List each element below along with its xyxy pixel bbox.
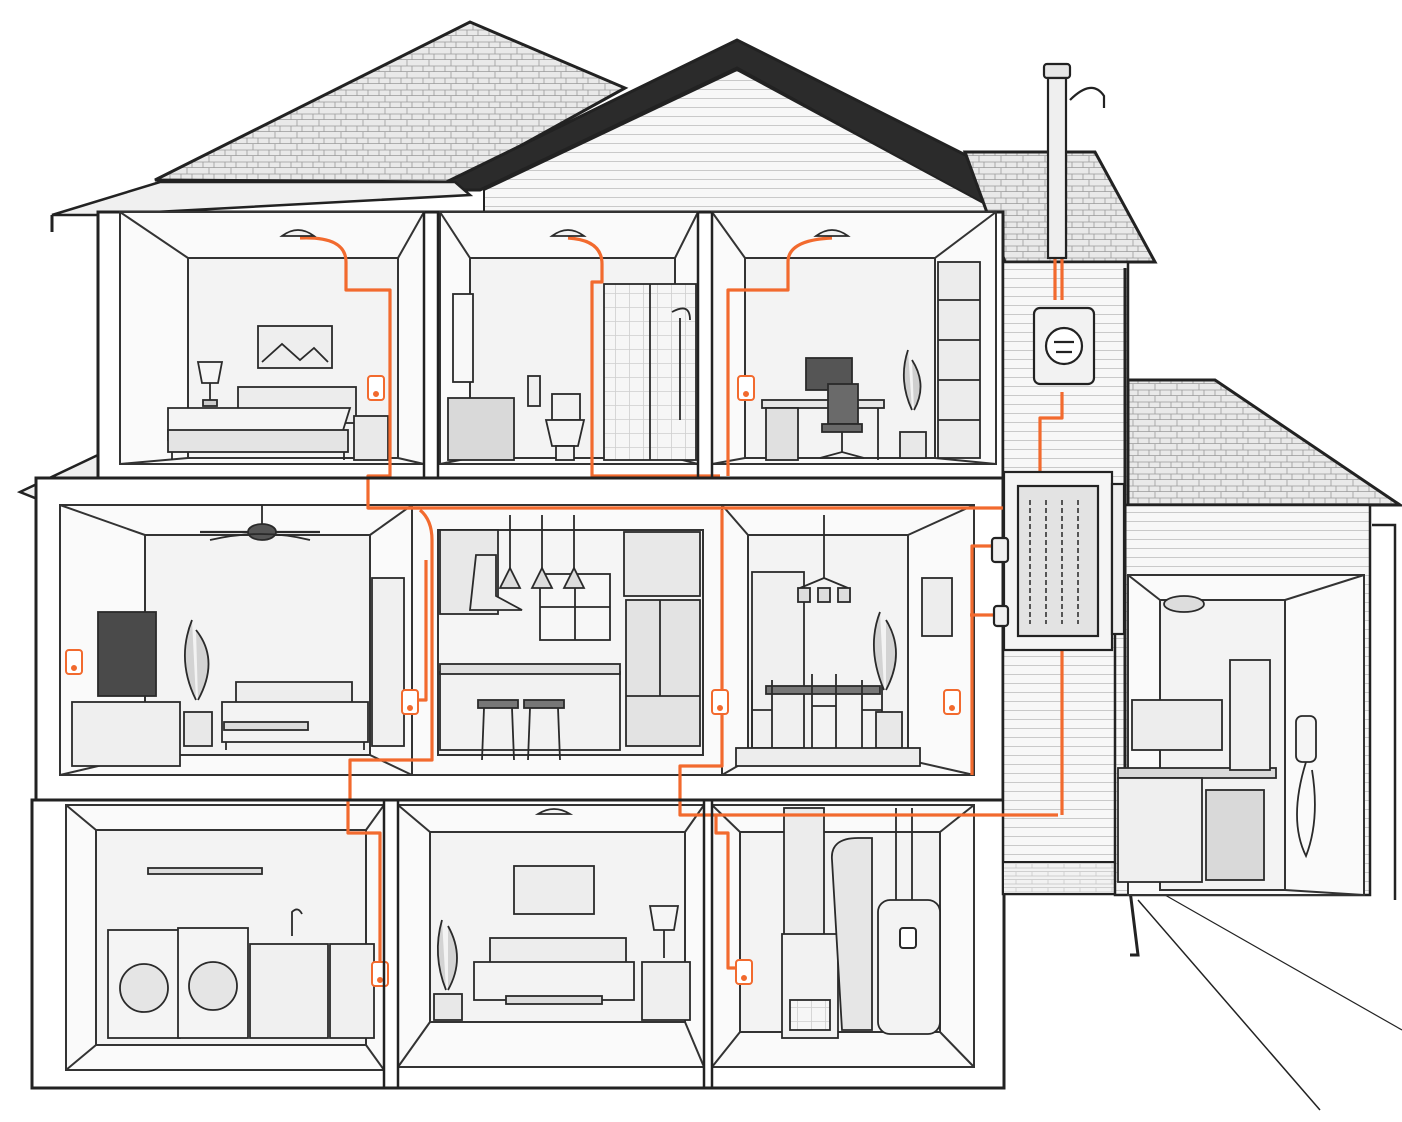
lamp-icon (648, 905, 680, 958)
refrigerator-icon (625, 599, 701, 747)
nightstand-icon (353, 415, 389, 461)
outlet-icon (711, 689, 729, 715)
laundry-cabinet-icon (329, 943, 375, 1039)
dining-branch (678, 510, 1058, 817)
utility-circuit (714, 815, 742, 970)
lamp-icon (196, 361, 224, 407)
outlet-icon (735, 959, 753, 985)
kitchen-branch (348, 508, 434, 800)
office-chair-icon (819, 383, 865, 459)
bedroom-light-circuit (299, 236, 420, 510)
desk-icon (761, 399, 885, 461)
tv-stand-icon (71, 701, 181, 767)
outlet-icon (943, 689, 961, 715)
plant-icon (899, 349, 927, 459)
service-mast-icon (1042, 62, 1106, 260)
furnace-icon (781, 807, 839, 1039)
laundry-cabinet-icon (249, 943, 329, 1039)
doorway-icon (371, 577, 405, 747)
laundry-circuit (346, 800, 382, 970)
sofa-icon (473, 937, 635, 1001)
plant-icon (433, 919, 463, 1021)
range-hood-icon (468, 554, 523, 611)
junction-box-icon (990, 536, 1010, 628)
garage-light-icon (1163, 595, 1205, 613)
outlet-icon (737, 375, 755, 401)
ceiling-light-icon (534, 808, 574, 815)
bookshelf-icon (937, 261, 981, 459)
television-icon (97, 611, 157, 697)
outlet-icon (899, 927, 917, 949)
ceiling-lights (279, 229, 851, 815)
outlet-icon (367, 375, 385, 401)
side-table-icon (641, 961, 691, 1021)
ceiling-light-icon (813, 229, 851, 237)
toilet-icon (544, 393, 586, 461)
basement-lounge-room (397, 804, 705, 1068)
sofa-icon (221, 681, 369, 750)
towel-icon (527, 375, 541, 407)
ceiling-light-icon (279, 229, 317, 237)
garage-shelf-icon (1229, 659, 1271, 771)
furnishings (71, 261, 1317, 1039)
wall-picture-icon (921, 577, 953, 637)
outlet-icon (371, 961, 389, 987)
dining-chairs-icon (751, 674, 883, 760)
ceiling-light-icon (549, 229, 587, 237)
ceiling-fan-icon (200, 505, 320, 541)
chandelier-icon (797, 515, 851, 603)
dining-door-icon (751, 571, 805, 749)
wall-picture-icon (513, 865, 595, 915)
rug-icon (735, 747, 921, 767)
outlet-icon (65, 649, 83, 675)
bathroom-light-circuit (567, 236, 720, 478)
pendant-lights-icon (498, 515, 586, 589)
dining-table-icon (765, 685, 881, 695)
meter-to-panel-wire (1038, 392, 1064, 492)
bed-icon (167, 386, 357, 460)
bar-stool-icon (477, 699, 565, 761)
tool-pegboard-icon (1131, 699, 1223, 751)
storage-cart-icon (1117, 777, 1203, 883)
outlets (65, 375, 961, 987)
laundry-shelf-icon (147, 867, 263, 875)
breaker-panel-icon (1002, 470, 1126, 652)
upper-cabinets-icon (623, 531, 701, 597)
plant-icon (873, 611, 903, 749)
electric-meter-icon (1032, 306, 1096, 386)
vanity-icon (447, 397, 515, 461)
water-heater-icon (877, 808, 941, 1035)
floor-slabs (36, 212, 1003, 1088)
mirror-icon (452, 293, 474, 383)
office-light-circuit (726, 236, 833, 476)
ductwork-icon (831, 837, 873, 1031)
wall-picture-icon (257, 325, 333, 369)
outlet-icon (401, 689, 419, 715)
plant-icon (183, 619, 213, 747)
ev-charger-icon (1295, 715, 1317, 859)
coffee-table-icon (223, 721, 309, 731)
coffee-table-icon (505, 995, 603, 1005)
tool-chest-icon (1205, 789, 1265, 881)
faucet-icon (291, 908, 303, 936)
service-entrance (990, 62, 1126, 652)
